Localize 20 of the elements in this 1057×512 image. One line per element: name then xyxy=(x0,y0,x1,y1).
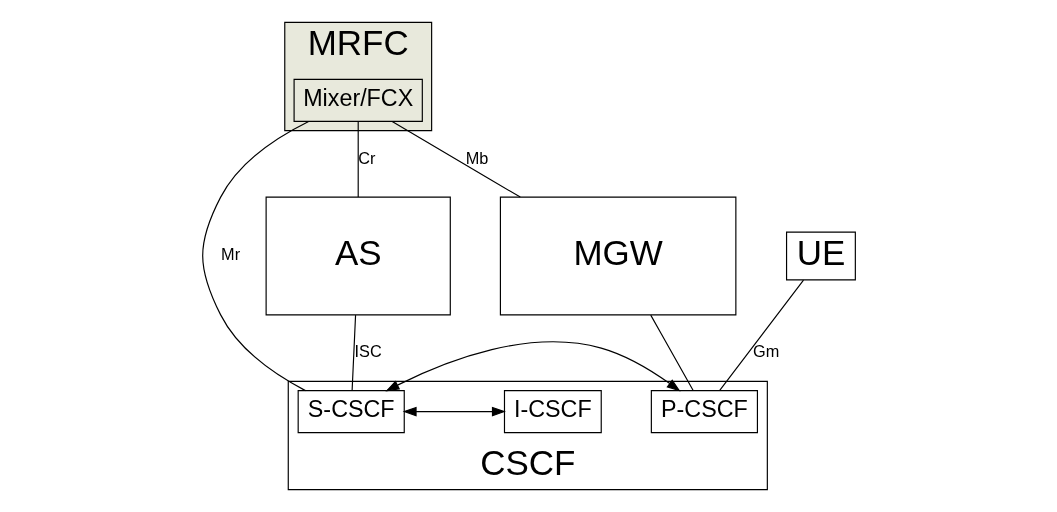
connector xyxy=(357,121,359,198)
node-box: S-CSCF xyxy=(297,390,405,434)
connector xyxy=(351,314,356,391)
arrow xyxy=(402,406,506,417)
connector xyxy=(718,279,804,391)
node-box: I-CSCF xyxy=(503,390,602,434)
connector xyxy=(201,120,309,392)
arrow xyxy=(384,341,681,392)
edge-label: Cr xyxy=(357,148,376,167)
connector xyxy=(649,314,694,391)
connector xyxy=(391,121,521,198)
node-box: P-CSCF xyxy=(650,390,758,434)
edge-label: Mb xyxy=(465,148,488,167)
node-box: MGW xyxy=(499,196,736,316)
edge-label: ISC xyxy=(354,342,382,361)
node-box: Mixer/FCX xyxy=(293,78,423,122)
edge-label: Gm xyxy=(752,342,779,361)
node-box: UE xyxy=(785,231,856,281)
node-box: AS xyxy=(265,196,451,316)
edge-label: Mr xyxy=(220,245,240,264)
